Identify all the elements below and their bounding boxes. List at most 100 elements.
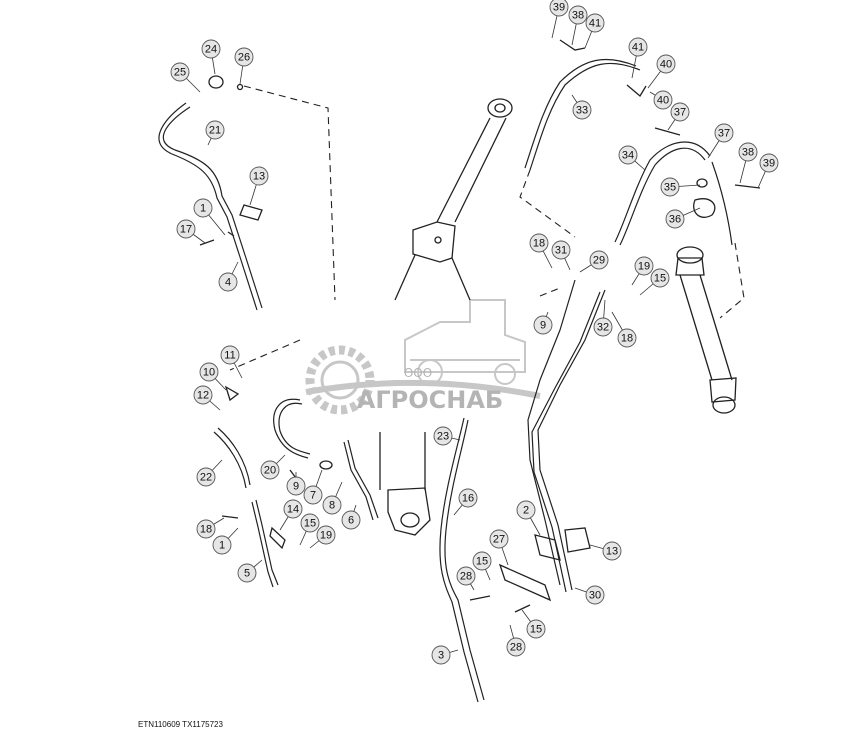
callout-circle	[283, 499, 303, 519]
callout-circle	[572, 100, 592, 120]
part-7-fitting	[319, 460, 333, 470]
callout-number: 28	[460, 571, 472, 583]
callout-balloon-13: 13	[249, 166, 269, 186]
callout-balloon-23: 23	[433, 426, 453, 446]
part-13-plate	[239, 204, 263, 221]
callout-circle	[218, 272, 238, 292]
callout-number: 1	[200, 203, 206, 215]
callout-balloon-35: 35	[660, 177, 680, 197]
callout-balloon-38: 38	[568, 5, 588, 25]
callout-number: 26	[238, 52, 250, 64]
callout-balloon-32: 32	[593, 317, 613, 337]
callout-circle	[458, 488, 478, 508]
callout-circle	[260, 460, 280, 480]
callout-balloon-34: 34	[618, 145, 638, 165]
callout-balloon-4: 4	[218, 272, 238, 292]
part-18-bolt	[221, 515, 239, 519]
callout-balloon-2: 2	[516, 500, 536, 520]
callout-number: 38	[742, 147, 754, 159]
part-26-nut	[236, 83, 244, 91]
callout-balloon-40: 40	[653, 90, 673, 110]
callout-number: 24	[205, 44, 217, 56]
callout-circle	[341, 510, 361, 530]
part-35-nut	[696, 178, 708, 188]
callout-circle	[617, 328, 637, 348]
part-13-plate-lower	[564, 527, 591, 553]
callout-number: 37	[674, 107, 686, 119]
callout-circle	[585, 585, 605, 605]
callout-number: 18	[621, 333, 633, 345]
callout-circle	[714, 123, 734, 143]
agrosnab-watermark: ООО АГРОСНАБ	[305, 299, 541, 415]
callout-number: 20	[264, 465, 276, 477]
callout-number: 2	[523, 505, 529, 517]
callout-number: 12	[197, 390, 209, 402]
watermark-name: АГРОСНАБ	[357, 386, 503, 414]
callout-balloon-38: 38	[738, 142, 758, 162]
callout-circle	[212, 535, 232, 555]
callout-balloon-36: 36	[665, 209, 685, 229]
callout-circle	[516, 500, 536, 520]
callout-number: 39	[763, 158, 775, 170]
callout-balloon-7: 7	[303, 485, 323, 505]
callout-circle	[585, 13, 605, 33]
callout-circle	[489, 529, 509, 549]
callout-balloon-1: 1	[212, 535, 232, 555]
callout-circle	[237, 563, 257, 583]
callout-balloon-37: 37	[714, 123, 734, 143]
callout-balloon-39: 39	[759, 153, 779, 173]
reference-dashed-lines	[229, 85, 745, 371]
callout-balloon-19: 19	[316, 525, 336, 545]
callout-circle	[249, 166, 269, 186]
callout-circle	[670, 102, 690, 122]
callout-circle	[526, 619, 546, 639]
part-14-clamp	[269, 526, 286, 550]
cylinder-lower-center	[379, 432, 431, 536]
callout-balloon-10: 10	[199, 362, 219, 382]
callout-circle	[602, 541, 622, 561]
callout-circle	[431, 645, 451, 665]
callout-circle	[650, 268, 670, 288]
callout-balloon-19: 19	[634, 256, 654, 276]
callout-number: 28	[510, 642, 522, 654]
callout-circle	[193, 198, 213, 218]
callout-balloon-33: 33	[572, 100, 592, 120]
callout-balloon-26: 26	[234, 47, 254, 67]
callout-circle	[660, 177, 680, 197]
callout-circle	[170, 62, 190, 82]
callout-balloon-31: 31	[551, 240, 571, 260]
callout-number: 36	[669, 214, 681, 226]
callout-balloon-28: 28	[456, 566, 476, 586]
callout-number: 19	[638, 261, 650, 273]
part-37-bolt	[654, 127, 681, 136]
callout-number: 29	[593, 255, 605, 267]
callout-number: 34	[622, 150, 634, 162]
part-2-block	[534, 534, 561, 561]
cylinder-right	[675, 246, 737, 414]
callout-number: 9	[293, 481, 299, 493]
callout-number: 18	[200, 524, 212, 536]
callout-circle	[551, 240, 571, 260]
callout-circle	[433, 426, 453, 446]
callout-number: 6	[348, 515, 354, 527]
part-36-clamp	[693, 198, 716, 218]
callout-number: 21	[209, 125, 221, 137]
callout-balloon-22: 22	[196, 467, 216, 487]
callout-circle	[193, 385, 213, 405]
callout-balloon-12: 12	[193, 385, 213, 405]
watermark-prefix: ООО	[404, 366, 432, 380]
hardware-parts	[199, 39, 761, 613]
callout-balloon-18: 18	[529, 233, 549, 253]
callout-number: 13	[253, 171, 265, 183]
callout-circle	[196, 467, 216, 487]
callout-circle	[653, 90, 673, 110]
callout-number: 30	[589, 590, 601, 602]
callout-circle	[529, 233, 549, 253]
callout-circle	[618, 145, 638, 165]
callout-balloon-15: 15	[526, 619, 546, 639]
callout-circle	[656, 54, 676, 74]
callout-number: 4	[225, 277, 231, 289]
callout-balloon-40: 40	[656, 54, 676, 74]
callout-balloon-21: 21	[205, 120, 225, 140]
callout-number: 19	[320, 530, 332, 542]
